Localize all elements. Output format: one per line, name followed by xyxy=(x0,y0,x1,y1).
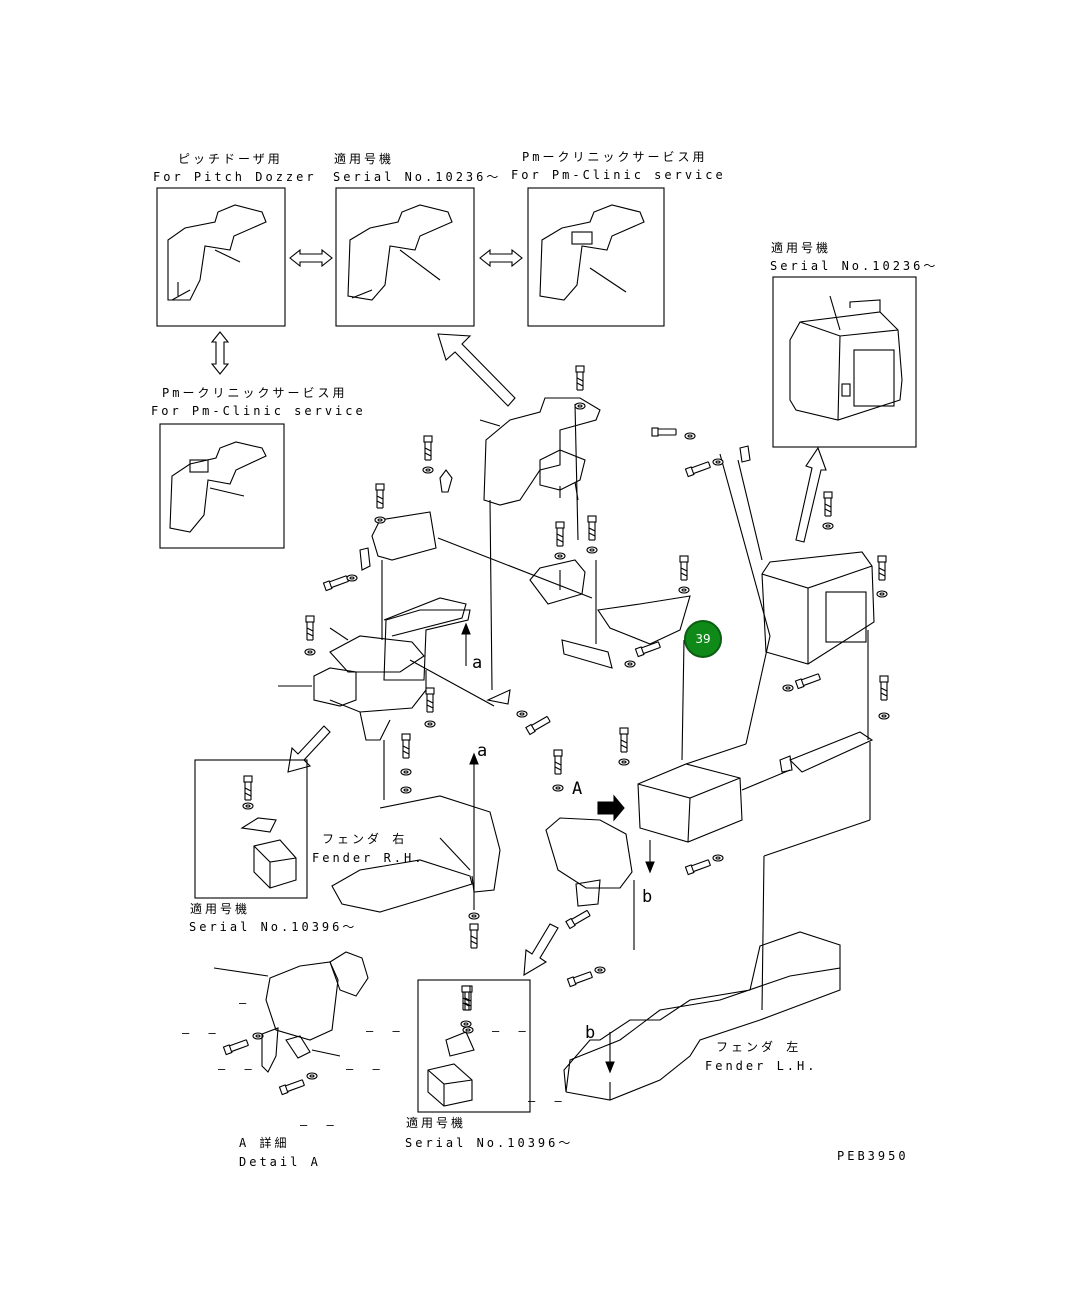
serial-10236-right-en-label: Serial No.10236～ xyxy=(770,259,939,273)
serial-10236-top-jp-label: 適用号機 xyxy=(334,152,395,166)
pitch-dozer-en-label: For Pitch Dozzer xyxy=(153,170,317,184)
serial-10396-left-jp-label: 適用号機 xyxy=(190,902,251,916)
pm-clinic-left-jp-label: Pmークリニックサービス用 xyxy=(162,386,348,400)
fender-lh-en-label: Fender L.H. xyxy=(705,1059,818,1073)
step-box xyxy=(545,817,633,907)
blank-ref-7: – – xyxy=(218,1062,258,1076)
toolbox-right xyxy=(745,551,875,745)
inset-serial10396-bottom-frame xyxy=(417,979,531,1113)
serial-10236-right-jp-label: 適用号機 xyxy=(771,241,832,255)
leader-lines xyxy=(381,403,871,950)
fender-lh-jp-label: フェンダ 左 xyxy=(716,1040,802,1054)
inset-pm-clinic-left-frame xyxy=(159,423,285,549)
pitch-dozer-jp-label: ピッチドーザ用 xyxy=(178,152,283,166)
blank-ref-6: – – xyxy=(492,1024,532,1038)
view-arrows xyxy=(461,622,655,1074)
inset-serial10236-top-frame xyxy=(335,187,475,327)
pm-clinic-top-en-label: For Pm-Clinic service xyxy=(511,168,726,182)
serial-10396-bottom-jp-label: 適用号機 xyxy=(406,1116,467,1130)
blank-ref-1: – – xyxy=(182,1026,222,1040)
view-marker-a-left: a xyxy=(472,653,483,673)
inset-serial10396-left-frame xyxy=(194,759,308,899)
view-marker-b-bottom: b xyxy=(585,1023,596,1043)
pm-clinic-left-en-label: For Pm-Clinic service xyxy=(151,404,366,418)
detail-a-drawing xyxy=(213,951,369,1073)
blank-ref-4: – – xyxy=(346,1062,386,1076)
pointer-arrows xyxy=(287,333,827,977)
fender-lh xyxy=(563,819,871,1101)
fender-rh-en-label: Fender R.H. xyxy=(312,851,425,865)
seat-plate xyxy=(561,595,691,669)
view-marker-a-center: a xyxy=(477,741,488,761)
drawing-code-label: PEB3950 xyxy=(837,1149,909,1163)
view-marker-A-detail: A xyxy=(572,779,583,799)
serial-10396-left-en-label: Serial No.10396～ xyxy=(189,920,358,934)
blank-ref-8: – – xyxy=(528,1094,568,1108)
serial-10396-bottom-en-label: Serial No.10396～ xyxy=(405,1136,574,1150)
inset-pm-clinic-top-frame xyxy=(527,187,665,327)
bolts xyxy=(222,365,890,1096)
double-arrows xyxy=(210,248,523,375)
blank-ref-2: – xyxy=(239,996,253,1010)
inset-pitch-dozer-frame xyxy=(156,187,286,327)
part-callout-39[interactable]: 39 xyxy=(684,620,722,658)
detail-a-jp-label: A 詳細 xyxy=(239,1136,290,1150)
blank-ref-3: – – xyxy=(366,1024,406,1038)
floor-cover-main xyxy=(479,397,601,506)
detail-a-en-label: Detail A xyxy=(239,1155,321,1169)
box-right-group xyxy=(637,639,874,843)
clips xyxy=(359,445,793,773)
blank-ref-5: – – xyxy=(300,1118,340,1132)
bracket-center xyxy=(529,559,586,605)
pm-clinic-top-jp-label: Pmークリニックサービス用 xyxy=(522,150,708,164)
floor-left-group xyxy=(278,511,471,741)
serial-10236-top-en-label: Serial No.10236～ xyxy=(333,170,502,184)
view-marker-b-right: b xyxy=(642,887,653,907)
fender-rh-jp-label: フェンダ 右 xyxy=(322,832,408,846)
inset-serial10236-right-frame xyxy=(772,276,917,448)
